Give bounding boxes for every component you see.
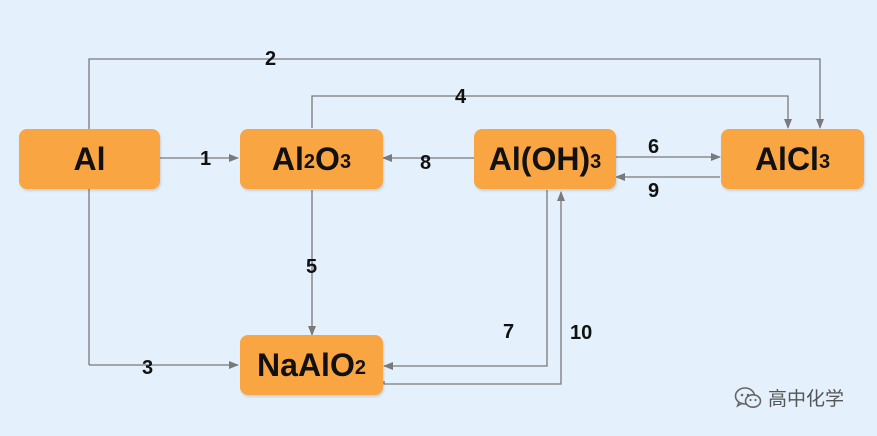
node-al2o3-sub1: 2 xyxy=(303,150,316,173)
watermark: 高中化学 xyxy=(734,384,844,411)
node-alcl3-label: AlCl xyxy=(754,140,819,177)
node-aloh3-label: Al(OH) xyxy=(488,140,591,177)
node-alcl3-sub: 3 xyxy=(818,150,831,173)
node-al-label: Al xyxy=(73,140,106,177)
edge-label-2: 2 xyxy=(265,48,277,70)
edge-label-4: 4 xyxy=(455,86,467,108)
node-aloh3-sub: 3 xyxy=(590,150,602,173)
edge-label-1: 1 xyxy=(200,148,212,170)
edge-label-8: 8 xyxy=(420,152,432,174)
node-naalo2-label: NaAlO xyxy=(257,346,355,383)
node-al2o3-part1: Al xyxy=(271,140,304,177)
node-aloh3: Al(OH)3 xyxy=(474,129,616,189)
edge-10-line xyxy=(383,191,565,385)
wechat-icon xyxy=(734,386,762,408)
node-al2o3-part2: O xyxy=(315,140,340,177)
edge-label-7: 7 xyxy=(503,321,515,343)
edge-label-5: 5 xyxy=(306,256,318,278)
watermark-text: 高中化学 xyxy=(768,388,845,410)
edge-label-6: 6 xyxy=(648,136,660,158)
edge-label-3: 3 xyxy=(142,357,154,379)
node-al: Al xyxy=(19,129,160,189)
edge-label-10: 10 xyxy=(570,322,593,344)
edge-label-9: 9 xyxy=(648,180,660,202)
node-naalo2-sub: 2 xyxy=(354,356,366,379)
node-al2o3-sub2: 3 xyxy=(339,150,352,173)
edge-4-line xyxy=(311,95,792,129)
edge-2-line xyxy=(88,58,824,365)
edge-7-line xyxy=(383,190,548,370)
